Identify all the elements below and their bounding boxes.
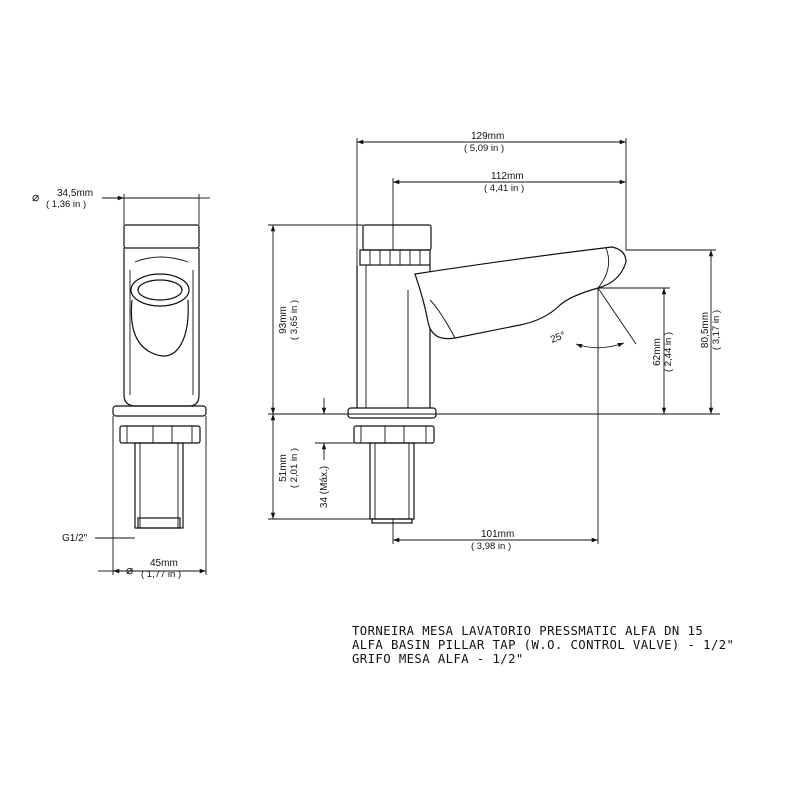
total-height-mm: 80,5mm [700,312,711,348]
outlet-height-dimension: 62mm ( 2,44 in ) [598,287,674,414]
title-block: TORNEIRA MESA LAVATORIO PRESSMATIC ALFA … [352,624,792,666]
overall-length-mm: 129mm [471,131,504,142]
front-base-diameter-dimension: ⌀ 45mm ( 1,77 in ) [98,416,207,580]
front-top-dia-mm: 34,5mm [57,188,93,199]
angle-label: 25° [549,330,567,346]
total-height-in: ( 3,17 in ) [711,310,722,350]
front-base-dia-mm: 45mm [150,558,178,569]
title-line-pt: TORNEIRA MESA LAVATORIO PRESSMATIC ALFA … [352,624,704,638]
overall-length-dimension: 129mm ( 5,09 in ) [356,131,627,265]
spout-outlet-mm: 101mm [481,529,514,540]
front-top-dia-in: ( 1,36 in ) [46,199,86,210]
spout-reach-mm: 112mm [491,171,524,182]
body-height-mm: 93mm [278,306,289,334]
shank-length-mm: 51mm [278,454,289,482]
side-view [347,224,627,524]
shank-length-dimension: 51mm ( 2,01 in ) [268,414,370,520]
front-base-dia-in: ( 1,77 in ) [141,569,181,580]
max-thickness-dimension: 34 (Máx.) [315,398,354,508]
diameter-symbol-base: ⌀ [126,563,133,577]
title-line-es: GRIFO MESA ALFA - 1/2" [352,652,524,666]
spout-outlet-in: ( 3,98 in ) [471,541,511,552]
spout-reach-in: ( 4,41 in ) [484,183,524,194]
max-thickness-label: 34 (Máx.) [319,466,330,508]
thread-label: G1/2" [62,533,135,544]
overall-length-in: ( 5,09 in ) [464,143,504,154]
spout-reach-dimension: 112mm ( 4,41 in ) [392,171,626,250]
angle-dimension: 25° [549,287,637,349]
spout-outlet-dimension: 101mm ( 3,98 in ) [392,288,599,552]
body-height-in: ( 3,65 in ) [289,300,300,340]
title-line-en: ALFA BASIN PILLAR TAP (W.O. CONTROL VALV… [352,638,735,652]
outlet-height-in: ( 2,44 in ) [663,332,674,372]
thread-size: G1/2" [62,533,88,544]
diameter-symbol: ⌀ [32,190,39,204]
body-height-dimension: 93mm ( 3,65 in ) [268,224,363,414]
front-top-diameter-dimension: ⌀ 34,5mm ( 1,36 in ) [32,188,210,225]
outlet-height-mm: 62mm [652,338,663,366]
front-view [112,224,207,529]
total-height-dimension: 80,5mm ( 3,17 in ) [626,249,722,414]
shank-length-in: ( 2,01 in ) [289,448,300,488]
